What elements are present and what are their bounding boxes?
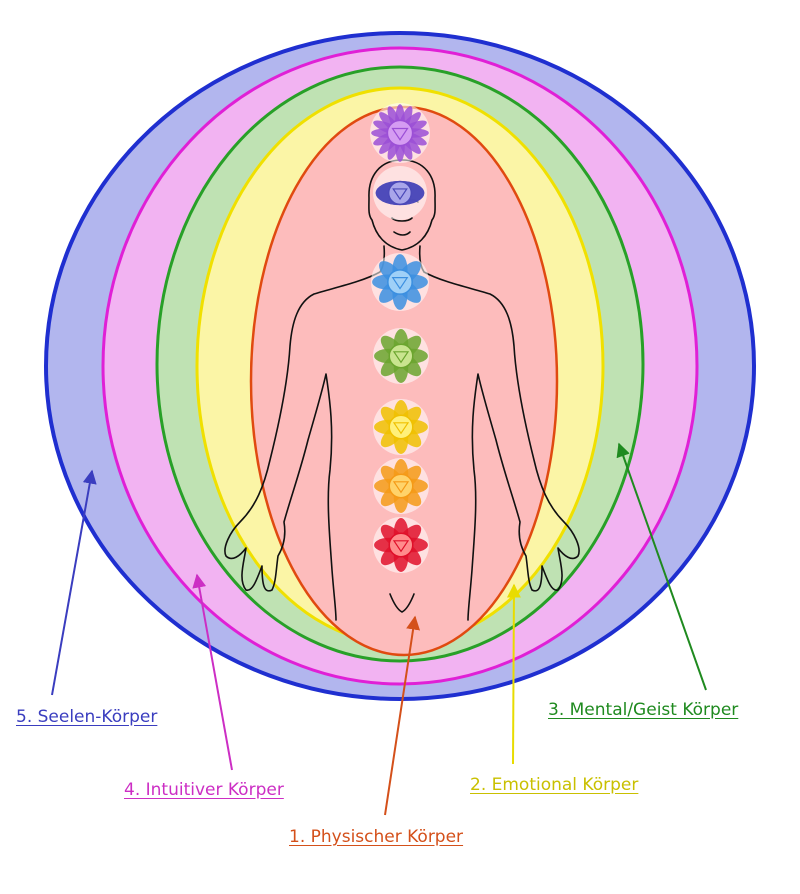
root-chakra-icon <box>373 517 429 573</box>
heart-chakra-icon <box>373 328 429 384</box>
intuitive-body-arrow <box>192 573 233 771</box>
intuitive-body-label: 4. Intuitiver Körper <box>124 780 284 800</box>
third-eye-chakra-icon <box>373 166 427 220</box>
crown-chakra-icon <box>370 103 430 163</box>
soul-body-arrow <box>51 469 97 696</box>
emotional-body-arrow <box>506 583 521 765</box>
mental-body-arrow <box>616 442 707 691</box>
throat-chakra-icon <box>371 253 429 311</box>
soul-body-label: 5. Seelen-Körper <box>16 707 158 727</box>
emotional-body-label: 2. Emotional Körper <box>470 775 639 795</box>
solar-plexus-chakra-icon <box>373 399 429 455</box>
physical-body-arrow <box>384 615 421 816</box>
mental-body-label: 3. Mental/Geist Körper <box>548 700 739 720</box>
sacral-chakra-icon <box>373 458 429 514</box>
physical-body-label: 1. Physischer Körper <box>289 827 464 847</box>
chakra-column <box>370 103 430 573</box>
